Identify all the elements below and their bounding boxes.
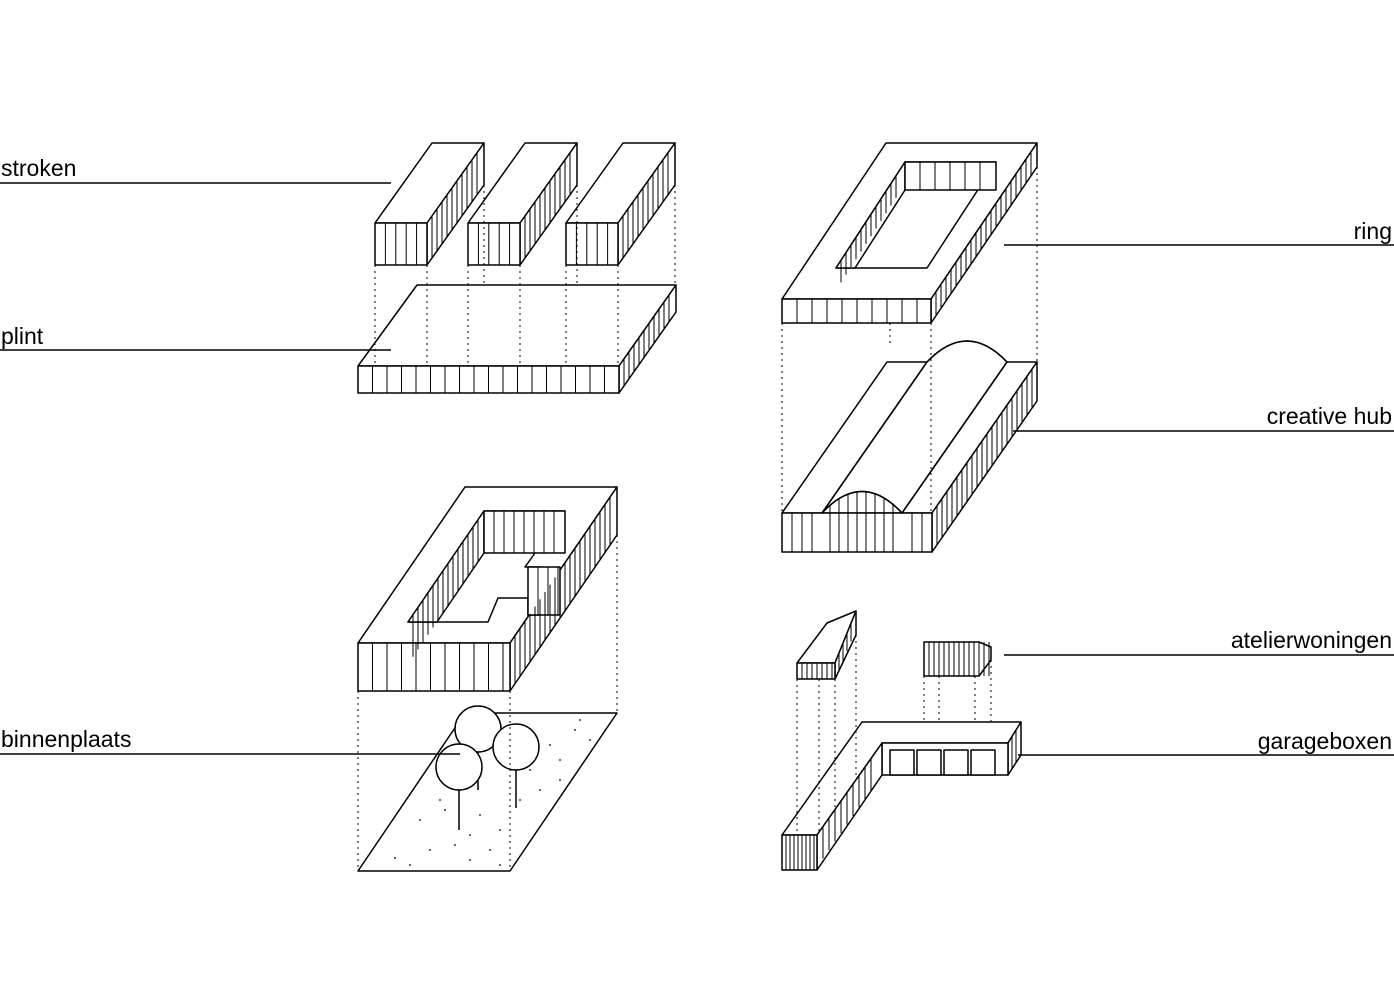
tree-icons bbox=[435, 705, 540, 830]
garageboxen-block bbox=[781, 721, 1022, 871]
facade-hatching bbox=[372, 151, 1033, 870]
label-ring: ring bbox=[1004, 218, 1394, 246]
courtyard-plane bbox=[357, 712, 618, 872]
label-stroken-text: stroken bbox=[1, 155, 76, 181]
label-ring-text: ring bbox=[1354, 218, 1392, 244]
label-binnenplaats-text: binnenplaats bbox=[1, 726, 131, 752]
binnenplaats-block bbox=[357, 486, 618, 692]
ring-block bbox=[781, 142, 1038, 324]
stroken-plint-projection-lines bbox=[374, 185, 676, 366]
label-garageboxen-text: garageboxen bbox=[1258, 728, 1392, 754]
stroken-blocks bbox=[374, 142, 676, 266]
ring-hub-projection-lines bbox=[781, 167, 1038, 513]
creative-hub-block bbox=[781, 340, 1038, 553]
atelierwoningen-blocks bbox=[796, 610, 992, 680]
binnenplaats-projection-lines bbox=[357, 535, 618, 871]
label-atelierwoningen: atelierwoningen bbox=[1004, 627, 1394, 656]
label-plint-text: plint bbox=[1, 323, 44, 349]
label-stroken: stroken bbox=[0, 155, 391, 184]
label-atelierwoningen-text: atelierwoningen bbox=[1231, 627, 1392, 653]
label-plint: plint bbox=[0, 323, 391, 351]
label-creative-hub-text: creative hub bbox=[1267, 403, 1392, 429]
label-garageboxen: garageboxen bbox=[1018, 728, 1394, 756]
label-binnenplaats: binnenplaats bbox=[0, 726, 460, 755]
label-creative-hub: creative hub bbox=[1013, 403, 1394, 432]
atelier-garage-projection-lines bbox=[796, 635, 992, 835]
